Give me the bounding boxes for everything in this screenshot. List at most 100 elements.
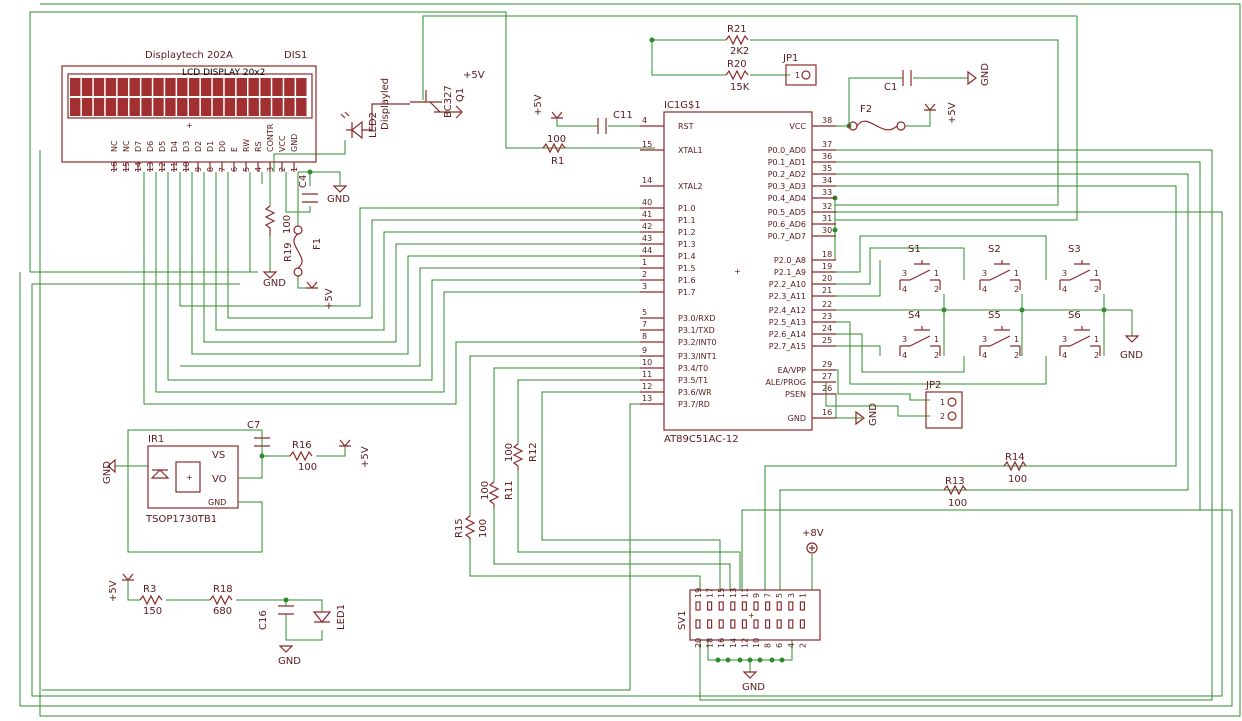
switch-pin: 3 bbox=[902, 335, 907, 344]
switch-pin: 3 bbox=[1062, 269, 1067, 278]
mcu-pin-name: P3.0/RXD bbox=[678, 314, 715, 323]
gnd-c1: GND bbox=[967, 63, 991, 86]
lcd-pin-name: D2 bbox=[194, 141, 203, 152]
sv1-pin-number: 14 bbox=[729, 638, 738, 648]
switch-pin: 3 bbox=[1062, 335, 1067, 344]
lcd-char-cell bbox=[70, 78, 81, 96]
sv1-pin-top bbox=[695, 601, 701, 611]
sv1-pin-top bbox=[788, 601, 794, 611]
gnd-ir: GND bbox=[102, 458, 116, 484]
svg-text:VS: VS bbox=[212, 450, 225, 461]
lcd-pin-name: D0 bbox=[218, 141, 227, 152]
sv1-pin-bottom bbox=[741, 619, 748, 629]
plus5v-rst: +5V bbox=[533, 94, 563, 119]
svg-text:C16: C16 bbox=[258, 610, 269, 630]
switch-label: S1 bbox=[908, 244, 921, 255]
svg-text:15K: 15K bbox=[730, 82, 750, 93]
mcu-pin-number: 20 bbox=[822, 274, 832, 283]
switch-label: S5 bbox=[988, 310, 1001, 321]
c7-capacitor: C7 bbox=[247, 420, 270, 447]
lcd-char-cell bbox=[200, 98, 212, 116]
lcd-screen-text: LCD DISPLAY 20x2 bbox=[182, 68, 265, 78]
svg-text:+5V: +5V bbox=[463, 70, 485, 81]
lcd-char-cell bbox=[117, 78, 128, 96]
lcd-pins: NC16NC15D714D613D512D411D310D29D18D07E6R… bbox=[110, 123, 299, 172]
lcd-name: Displaytech 202A bbox=[145, 50, 233, 61]
svg-text:GND: GND bbox=[742, 682, 765, 693]
svg-text:R1: R1 bbox=[551, 156, 564, 167]
svg-text:100: 100 bbox=[478, 519, 489, 538]
svg-text:C4: C4 bbox=[298, 175, 309, 188]
r3-resistor: R3 150 bbox=[139, 584, 163, 617]
mcu-pin-name: P2.5_A13 bbox=[769, 318, 806, 327]
mcu-pin-name: EA/VPP bbox=[778, 366, 807, 375]
svg-text:F2: F2 bbox=[860, 104, 872, 115]
lcd-char-cell bbox=[141, 78, 152, 96]
lcd-char-cell bbox=[284, 78, 295, 96]
svg-text:2K2: 2K2 bbox=[730, 46, 749, 57]
switch-pin: 3 bbox=[982, 269, 987, 278]
lcd-pin-name: NC bbox=[110, 140, 119, 152]
svg-text:C11: C11 bbox=[613, 110, 633, 121]
svg-text:SV1: SV1 bbox=[677, 610, 688, 630]
lcd-char-cell bbox=[272, 98, 283, 116]
lcd-char-cell bbox=[141, 98, 152, 116]
plus8v: +8V bbox=[802, 528, 824, 554]
sv1-pin-number: 6 bbox=[775, 643, 784, 648]
mcu-pin-number: 4 bbox=[642, 116, 647, 125]
sv1-pin-number: 20 bbox=[694, 638, 703, 648]
mcu-pin-number: 41 bbox=[642, 210, 652, 219]
mcu-pin-name: P2.7_A15 bbox=[769, 342, 806, 351]
jp2-connector: JP2 1 2 bbox=[925, 380, 963, 429]
lcd-pin-name: D7 bbox=[134, 141, 143, 152]
lcd-char-cell bbox=[165, 78, 176, 96]
svg-text:TSOP1730TB1: TSOP1730TB1 bbox=[145, 514, 217, 525]
sv1-pin-number: 4 bbox=[787, 643, 796, 648]
lcd-char-cell bbox=[117, 98, 128, 116]
lcd-pin-name: RW bbox=[242, 139, 251, 152]
lcd-char-cell bbox=[200, 78, 212, 96]
lcd-display: Displaytech 202A DIS1 LCD DISPLAY 20x2 +… bbox=[61, 50, 317, 172]
svg-text:R15: R15 bbox=[454, 518, 465, 538]
mcu-pin-name: VCC bbox=[789, 122, 806, 131]
mcu-pin-name: P0.3_AD3 bbox=[768, 182, 806, 191]
lcd-char-cell bbox=[224, 98, 236, 116]
sv1-pin-number: 9 bbox=[752, 593, 761, 598]
svg-text:+: + bbox=[186, 473, 193, 482]
gnd-switches: GND bbox=[1120, 335, 1143, 361]
lcd-char-cell bbox=[129, 78, 140, 96]
svg-text:+8V: +8V bbox=[802, 528, 824, 539]
lcd-pin-name: D3 bbox=[182, 141, 191, 152]
sv1-pin-number: 10 bbox=[752, 638, 761, 648]
switch-pin: 2 bbox=[934, 285, 939, 294]
mcu-pin-name: P3.5/T1 bbox=[678, 376, 708, 385]
q1-transistor: Q1 BC327 +5V bbox=[410, 70, 485, 119]
mcu-pin-name: P0.4_AD4 bbox=[768, 194, 806, 203]
plus5v-led1: +5V bbox=[108, 573, 134, 602]
r21-resistor: R21 2K2 bbox=[725, 24, 749, 57]
mcu-pin-number: 2 bbox=[642, 270, 647, 279]
sv1-pin-top bbox=[799, 601, 806, 611]
lcd-char-cell bbox=[153, 98, 164, 116]
r14-resistor: R14 100 bbox=[1003, 452, 1027, 485]
mcu-pin-number: 44 bbox=[642, 246, 652, 255]
lcd-char-cell bbox=[81, 98, 93, 116]
sv1-pin-number: 15 bbox=[717, 588, 726, 598]
svg-text:100: 100 bbox=[1008, 474, 1027, 485]
mcu-pin-name: P3.4/T0 bbox=[678, 364, 708, 373]
svg-text:100: 100 bbox=[480, 481, 491, 500]
sv1-pin-bottom bbox=[706, 619, 713, 629]
mcu-pin-number: 25 bbox=[822, 336, 832, 345]
mcu-pin-name: P1.3 bbox=[678, 240, 696, 249]
c4-capacitor: C4 bbox=[298, 175, 318, 203]
svg-text:GND: GND bbox=[1120, 350, 1143, 361]
switch-pin: 4 bbox=[902, 285, 907, 294]
lcd-pin-name: RS bbox=[254, 141, 263, 152]
svg-text:LED2: LED2 bbox=[368, 112, 379, 138]
svg-text:GND: GND bbox=[868, 403, 879, 426]
mcu-pin-number: 18 bbox=[822, 250, 832, 259]
svg-text:+5V: +5V bbox=[533, 94, 544, 116]
